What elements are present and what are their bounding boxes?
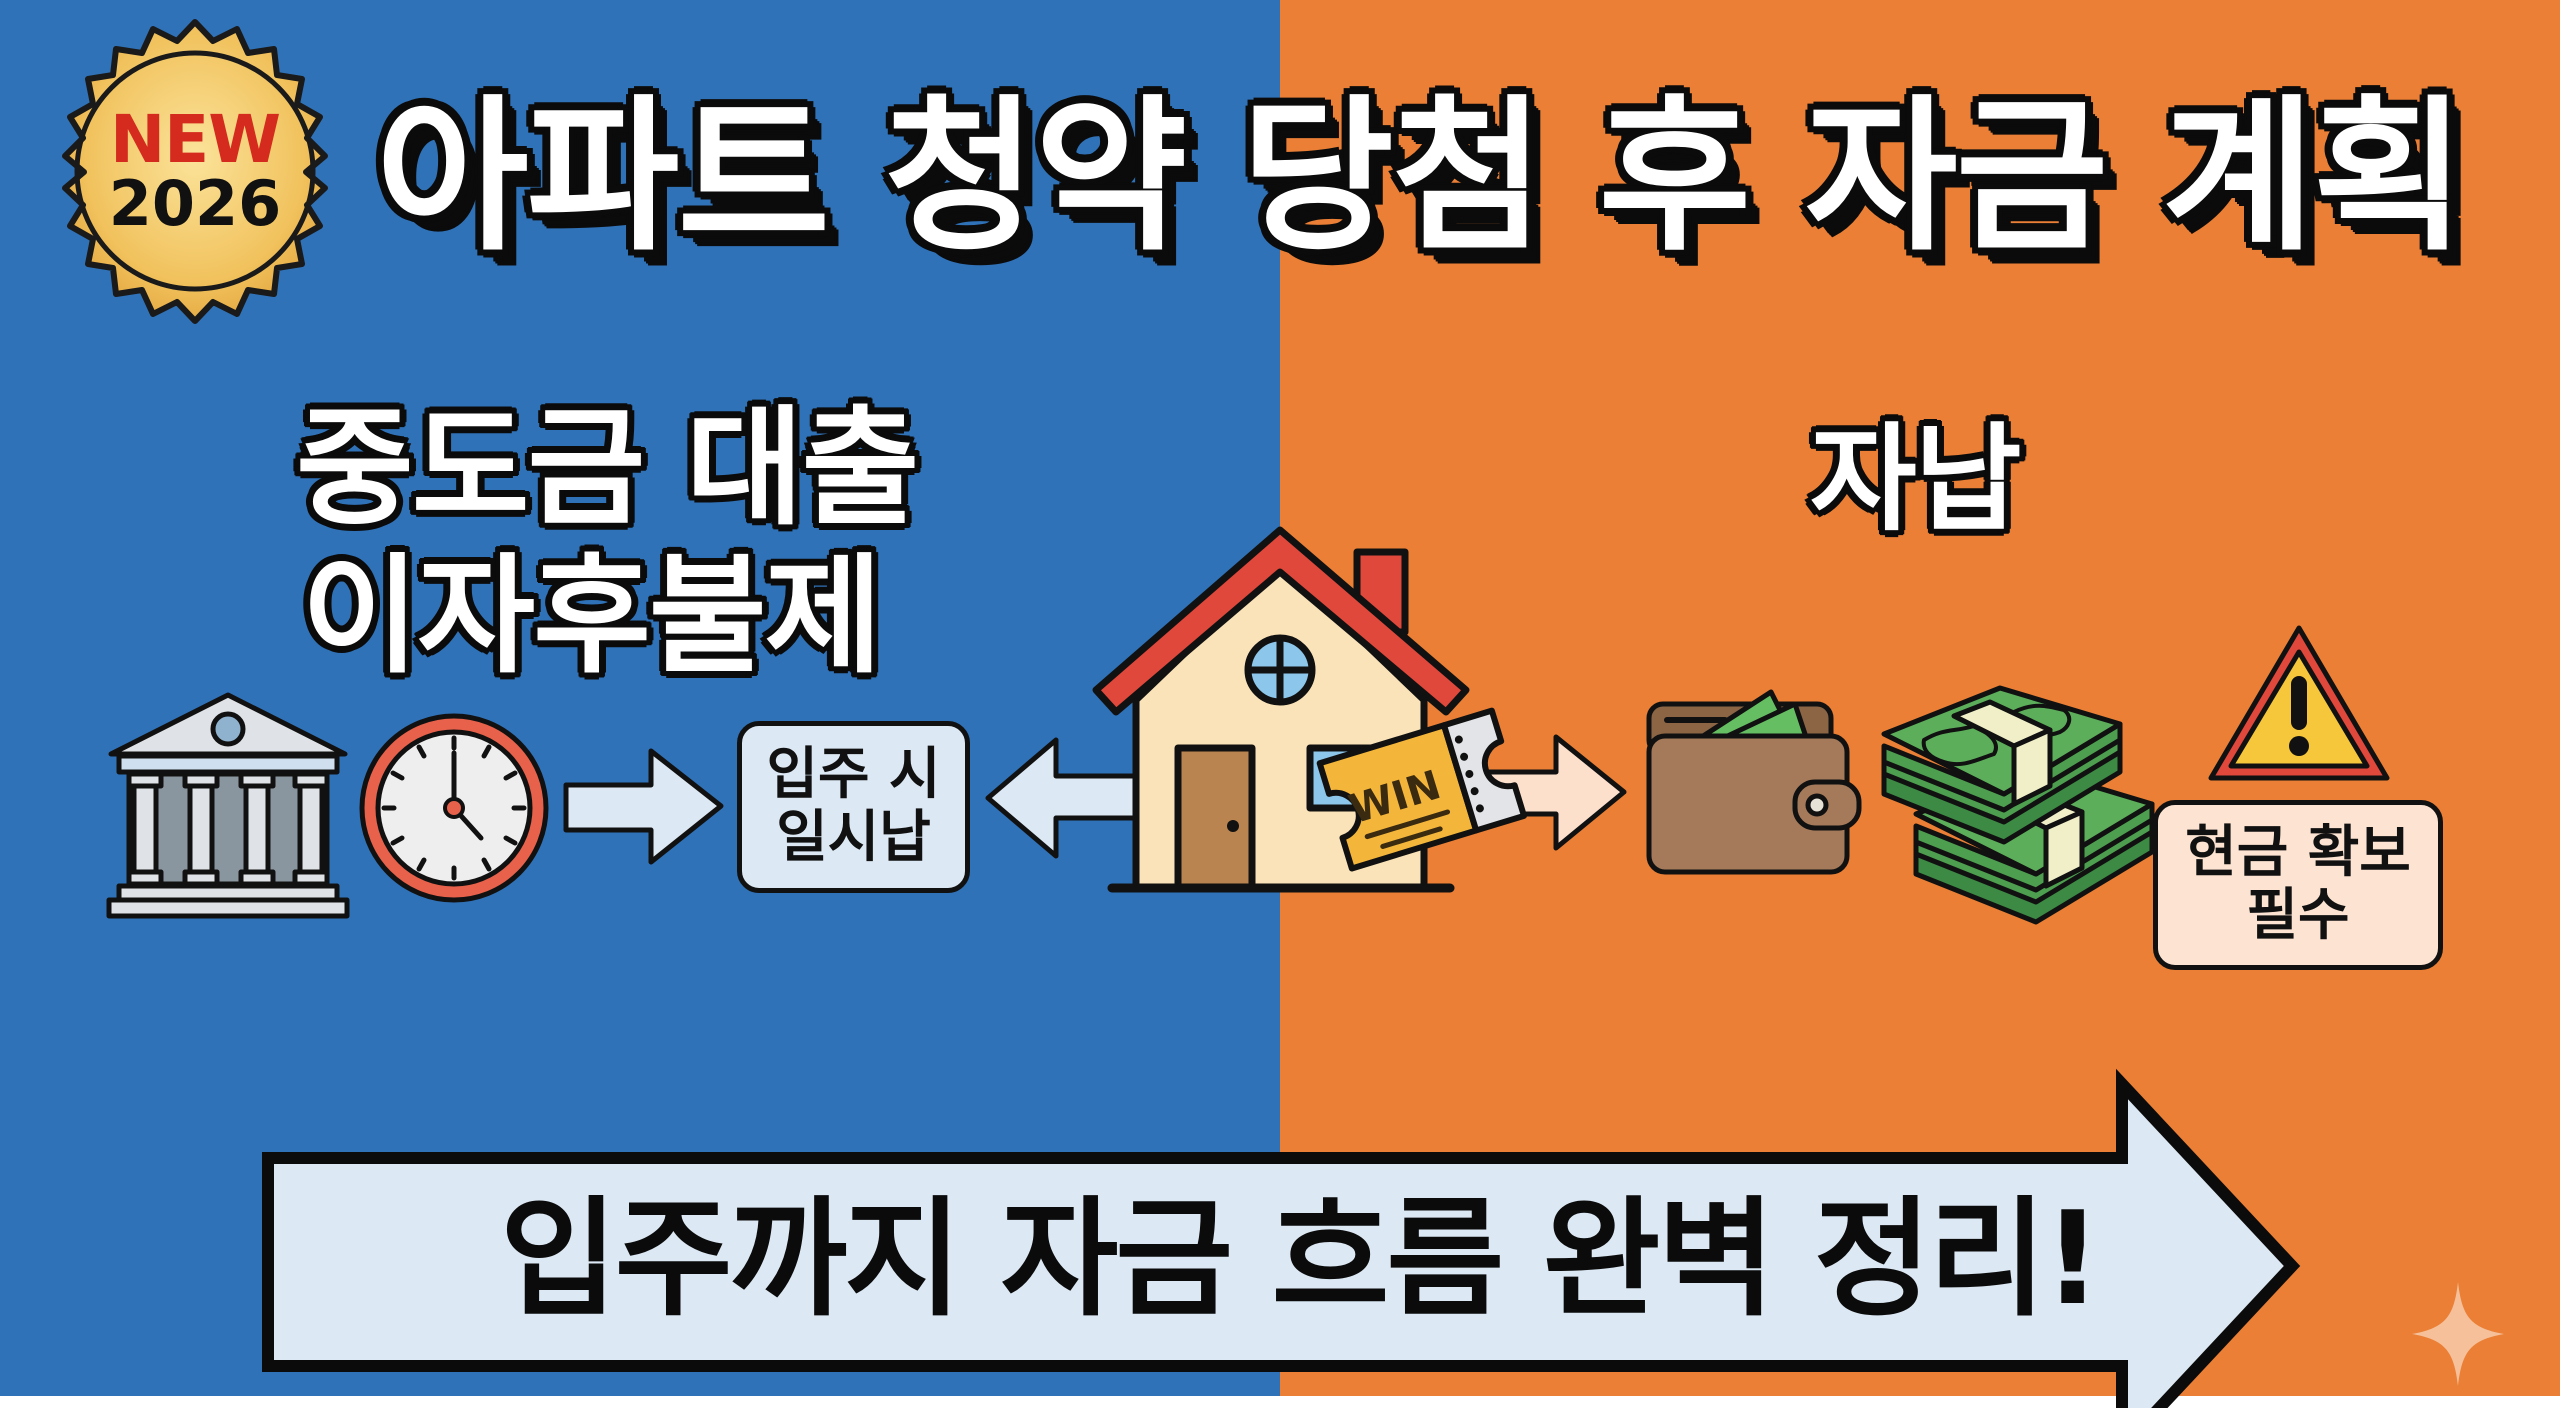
house-icon: WIN (1092, 526, 1527, 893)
money-stack-icon (1881, 685, 2155, 925)
seal-badge-icon (62, 19, 328, 324)
move-in-lump-sum-box: 입주 시 일시납 (737, 721, 970, 893)
arrow-right-icon (563, 748, 724, 865)
left-section-heading: 중도금 대출 이자후불제 (296, 394, 919, 691)
big-arrow-right-icon (262, 1068, 2301, 1408)
move-in-line2: 일시납 (776, 805, 931, 870)
new-2026-badge: NEW 2026 (0, 0, 400, 350)
bank-icon (106, 692, 350, 919)
move-in-line1: 입주 시 (766, 742, 941, 808)
banner-text: 입주까지 자금 흐름 완벽 정리! (500, 1185, 2102, 1334)
sparkle-icon (2412, 1282, 2504, 1386)
win-ticket-icon: WIN (1316, 707, 1527, 872)
clock-icon (359, 713, 549, 903)
cash-box-line1: 현금 확보 (2185, 820, 2411, 886)
left-heading-line2: 이자후불제 (301, 542, 883, 691)
wallet-icon (1646, 689, 1862, 875)
badge-new-text: NEW (109, 101, 281, 178)
left-heading-line1: 중도금 대출 (296, 394, 919, 543)
page-title: 아파트 청약 당첨 후 자금 계획 (376, 81, 2466, 274)
cash-box-line2: 필수 (2246, 883, 2350, 948)
right-section-heading: 자납 (1810, 412, 2021, 547)
warning-icon (2208, 625, 2390, 781)
badge-label: NEW 2026 (109, 107, 282, 235)
cash-required-box: 현금 확보 필수 (2153, 800, 2443, 970)
badge-year-text: 2026 (108, 167, 282, 240)
